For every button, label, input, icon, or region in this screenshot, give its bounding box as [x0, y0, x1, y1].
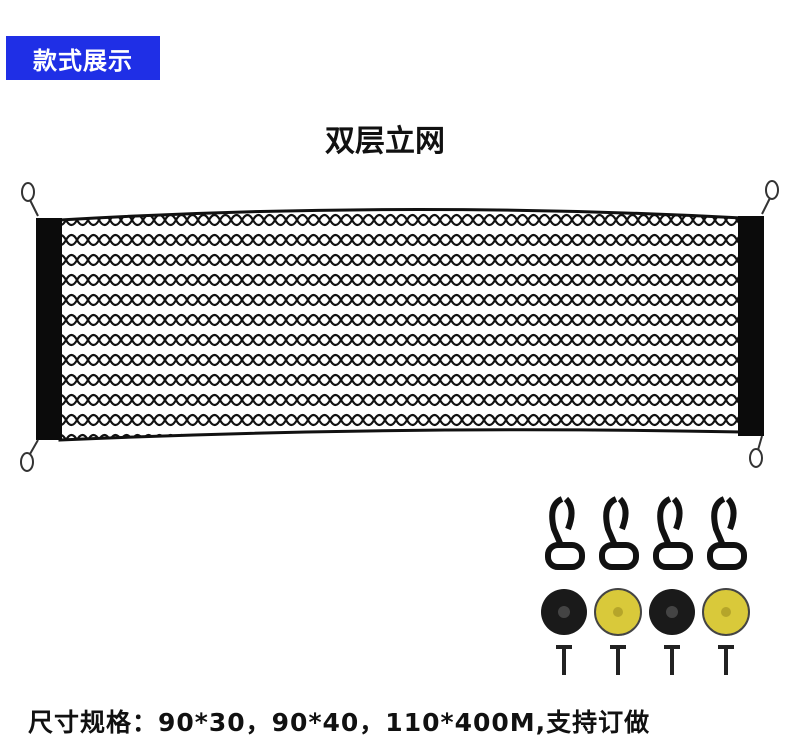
product-title: 双层立网: [325, 124, 445, 159]
style-badge: 款式展示: [6, 36, 160, 80]
mount-button-yellow-2: [702, 588, 750, 636]
corner-hook-top-left: [21, 182, 39, 217]
screw-3: [664, 645, 680, 675]
screw-1: [556, 645, 572, 675]
snap-hook-3: [653, 496, 693, 570]
screw-4: [718, 645, 734, 675]
corner-hook-bottom-left: [20, 439, 39, 472]
style-badge-label: 款式展示: [33, 46, 133, 75]
mount-button-yellow-1: [594, 588, 642, 636]
corner-hook-top-right: [761, 180, 779, 215]
screw-2: [610, 645, 626, 675]
corner-hook-bottom-right: [749, 435, 763, 468]
size-spec-caption: 尺寸规格：90*30，90*40，110*400M,支持订做: [28, 708, 651, 737]
net-mesh: [58, 207, 744, 442]
snap-hook-1: [545, 496, 585, 570]
mount-button-black-1: [541, 589, 587, 635]
right-strap: [738, 216, 764, 436]
accessories-image: [541, 496, 750, 675]
snap-hook-4: [707, 496, 747, 570]
snap-hook-2: [599, 496, 639, 570]
mount-button-black-2: [649, 589, 695, 635]
cargo-net-image: [20, 180, 779, 472]
left-strap: [36, 218, 62, 440]
